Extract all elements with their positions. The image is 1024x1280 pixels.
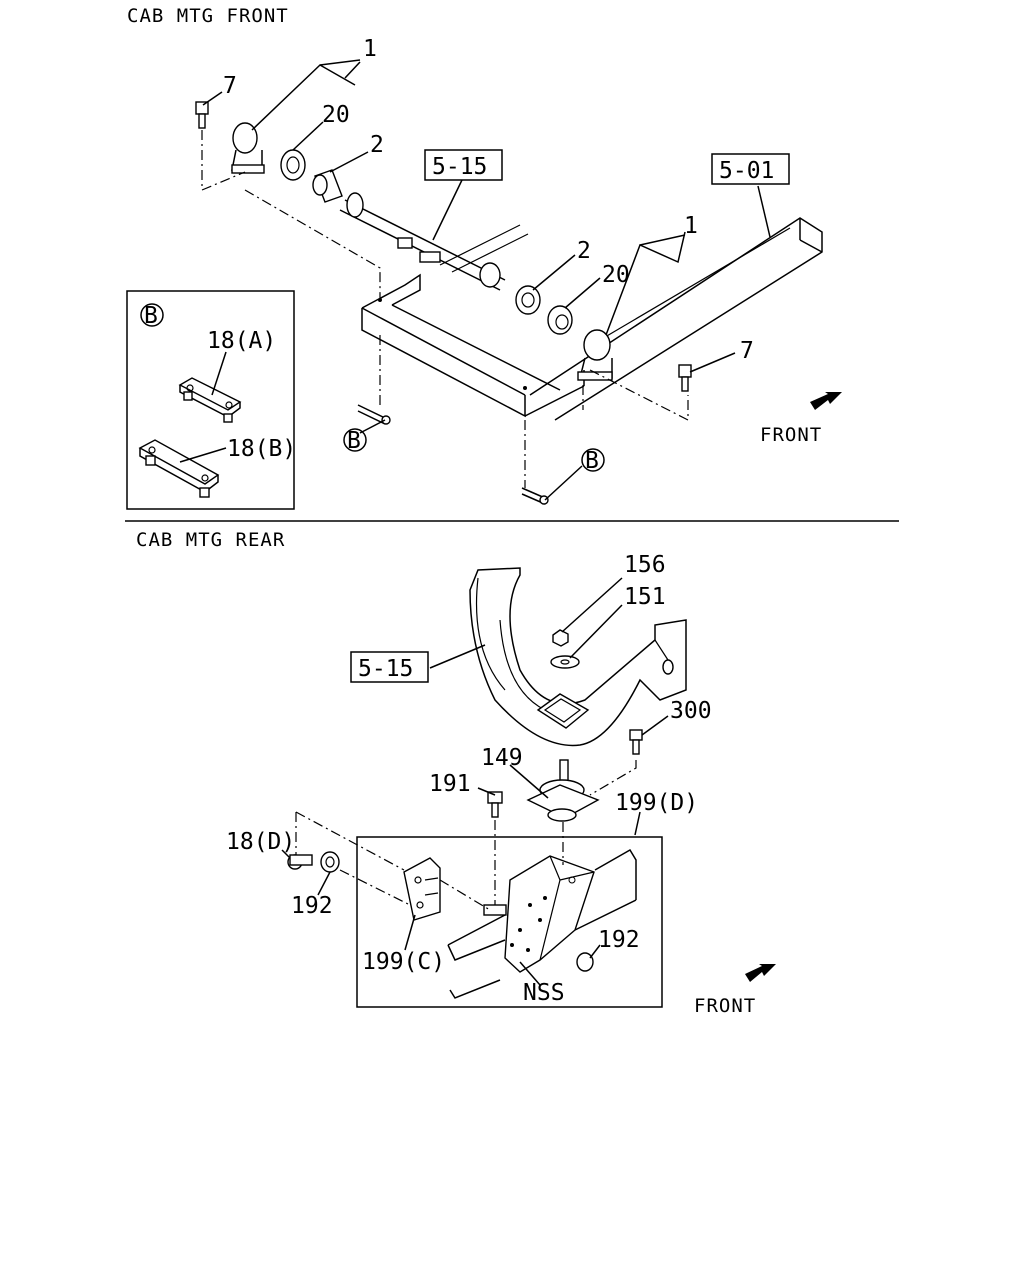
callout-2-right: 2 [577, 238, 591, 264]
detail-b-marker: B [140, 303, 164, 329]
left-bushing-20 [280, 149, 306, 181]
detail-b-box [126, 290, 295, 510]
rubber-mount-149 [526, 759, 600, 822]
callout-7-right: 7 [740, 338, 754, 364]
b-clip-bottom [521, 487, 549, 505]
rear-section-title: CAB MTG REAR [136, 529, 285, 551]
callout-1-left: 1 [363, 36, 377, 62]
svg-text:B: B [347, 428, 361, 454]
right-bolt-7 [678, 364, 692, 392]
washer-151 [550, 655, 580, 669]
spacer-18b [138, 439, 220, 498]
front-arrow-icon [810, 392, 842, 410]
bolt-191 [487, 791, 503, 818]
callout-192-left: 192 [291, 893, 333, 919]
front-shaft [339, 192, 506, 291]
front-label-top: FRONT [760, 424, 822, 446]
right-mount-bracket [577, 329, 613, 381]
svg-text:B: B [144, 303, 158, 329]
callout-2-left: 2 [370, 132, 384, 158]
callout-7-left: 7 [223, 73, 237, 99]
ref-box-5-15-rear [350, 651, 429, 683]
front-leader-lines [202, 59, 771, 501]
callout-18a: 18(A) [207, 328, 276, 354]
callout-20-left: 20 [322, 102, 350, 128]
nss-label: NSS [523, 980, 565, 1006]
callout-191: 191 [429, 771, 471, 797]
callout-192-right: 192 [598, 927, 640, 953]
callout-1-right: 1 [684, 213, 698, 239]
callout-300: 300 [670, 698, 712, 724]
callout-18d: 18(D) [226, 829, 295, 855]
clip-18d [287, 854, 313, 870]
front-arrow-icon-rear [745, 964, 776, 982]
b-clip-left [357, 404, 391, 425]
front-section-title: CAB MTG FRONT [127, 5, 289, 27]
front-label-bottom: FRONT [694, 995, 756, 1017]
rear-detail-box [356, 836, 663, 1008]
ref-box-5-01 [711, 153, 790, 185]
callout-18b: 18(B) [227, 436, 296, 462]
rear-assembly-lines [295, 760, 637, 911]
nut-192-right [576, 952, 594, 972]
svg-text:B: B [585, 448, 599, 474]
side-bracket-199c [403, 857, 441, 921]
rear-u-frame [469, 567, 687, 747]
ref-box-5-15-front [424, 149, 503, 181]
right-collar-2 [515, 285, 541, 315]
ref-5-01: 5-01 [719, 158, 774, 184]
marker-b-bottom: B [581, 448, 605, 474]
nut-192-left [320, 851, 340, 873]
left-collar-2 [312, 169, 343, 203]
right-bushing-20 [547, 305, 573, 335]
ref-5-15-rear: 5-15 [358, 656, 413, 682]
callout-151: 151 [624, 584, 666, 610]
callout-199c: 199(C) [362, 949, 445, 975]
spacer-18a [178, 377, 242, 423]
nss-rail [447, 848, 637, 999]
callout-20-right: 20 [602, 262, 630, 288]
callout-156: 156 [624, 552, 666, 578]
callout-199d: 199(D) [615, 790, 698, 816]
ref-5-15-front: 5-15 [432, 154, 487, 180]
cross-member [361, 224, 585, 418]
left-bolt-7 [195, 101, 209, 129]
callout-149: 149 [481, 745, 523, 771]
left-mount-bracket [231, 122, 265, 174]
nss-bracket-199d [504, 855, 595, 973]
bolt-300 [629, 729, 643, 755]
nut-156 [552, 629, 569, 647]
marker-b-left: B [343, 428, 367, 454]
chassis-rail [529, 217, 823, 421]
front-assembly-lines [201, 130, 689, 488]
rear-leader-lines [281, 577, 669, 986]
